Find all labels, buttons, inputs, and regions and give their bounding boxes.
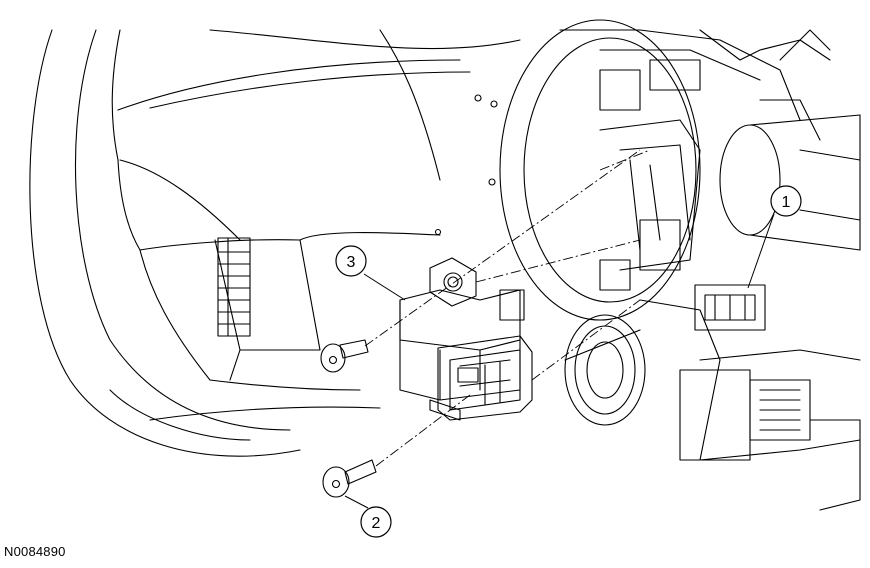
callout-1: 1 [747,185,802,289]
figure-id: N0084890 [4,544,66,559]
callout-1-label: 1 [782,194,791,211]
lower-bolt [322,459,377,498]
steering-wheel [29,29,521,457]
shroud-ribbed-tab [217,237,251,337]
upper-bolt [320,339,369,373]
callout-2-label: 2 [372,515,381,532]
callout-3-label: 3 [347,254,356,271]
callout-3: 3 [335,245,406,301]
ignition-switch-assembly [399,257,533,421]
alignment-lines [364,149,651,467]
callout-2: 2 [344,495,392,538]
column-housing [499,19,861,511]
